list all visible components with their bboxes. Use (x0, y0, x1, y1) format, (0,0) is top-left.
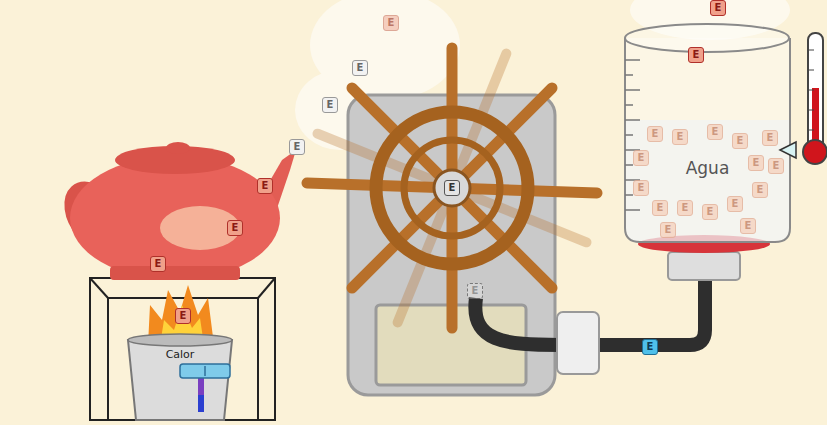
energy-chunk: E (175, 308, 191, 324)
energy-chunk: E (642, 339, 658, 355)
energy-chunk: E (150, 256, 166, 272)
energy-chunk: E (633, 180, 649, 196)
energy-chunk: E (289, 139, 305, 155)
energy-chunk: E (647, 126, 663, 142)
stand (90, 278, 275, 420)
water-wheel (307, 48, 597, 328)
energy-chunk: E (383, 15, 399, 31)
wheel-ghost (263, 0, 641, 377)
energy-chunk: E (467, 283, 483, 299)
energy-chunk: E (352, 60, 368, 76)
energy-chunk: E (707, 124, 723, 140)
teapot (70, 142, 296, 280)
burner-label-box: Calor (130, 342, 230, 364)
energy-chunk: E (257, 178, 273, 194)
energy-chunk: E (633, 150, 649, 166)
energy-chunk: E (652, 200, 668, 216)
energy-chunk: E (752, 182, 768, 198)
energy-chunk: E (227, 220, 243, 236)
energy-chunk: E (740, 218, 756, 234)
energy-chunk: E (688, 47, 704, 63)
energy-chunk: E (677, 200, 693, 216)
node-label: Calor (130, 348, 230, 361)
burner (128, 334, 232, 420)
energy-chunk: E (444, 180, 460, 196)
energy-chunk: E (672, 129, 688, 145)
thermometer (780, 33, 827, 164)
energy-chunk: E (732, 133, 748, 149)
energy-chunk: E (322, 97, 338, 113)
energy-chunk: E (710, 0, 726, 16)
connector-box (557, 312, 599, 374)
energy-chunk: E (762, 130, 778, 146)
energy-chunk: E (660, 222, 676, 238)
energy-chunk: E (702, 204, 718, 220)
node-label: Agua (625, 158, 790, 178)
energy-chunk: E (727, 196, 743, 212)
energy-chunk: E (768, 158, 784, 174)
beaker (625, 24, 790, 242)
energy-chunk: E (748, 155, 764, 171)
